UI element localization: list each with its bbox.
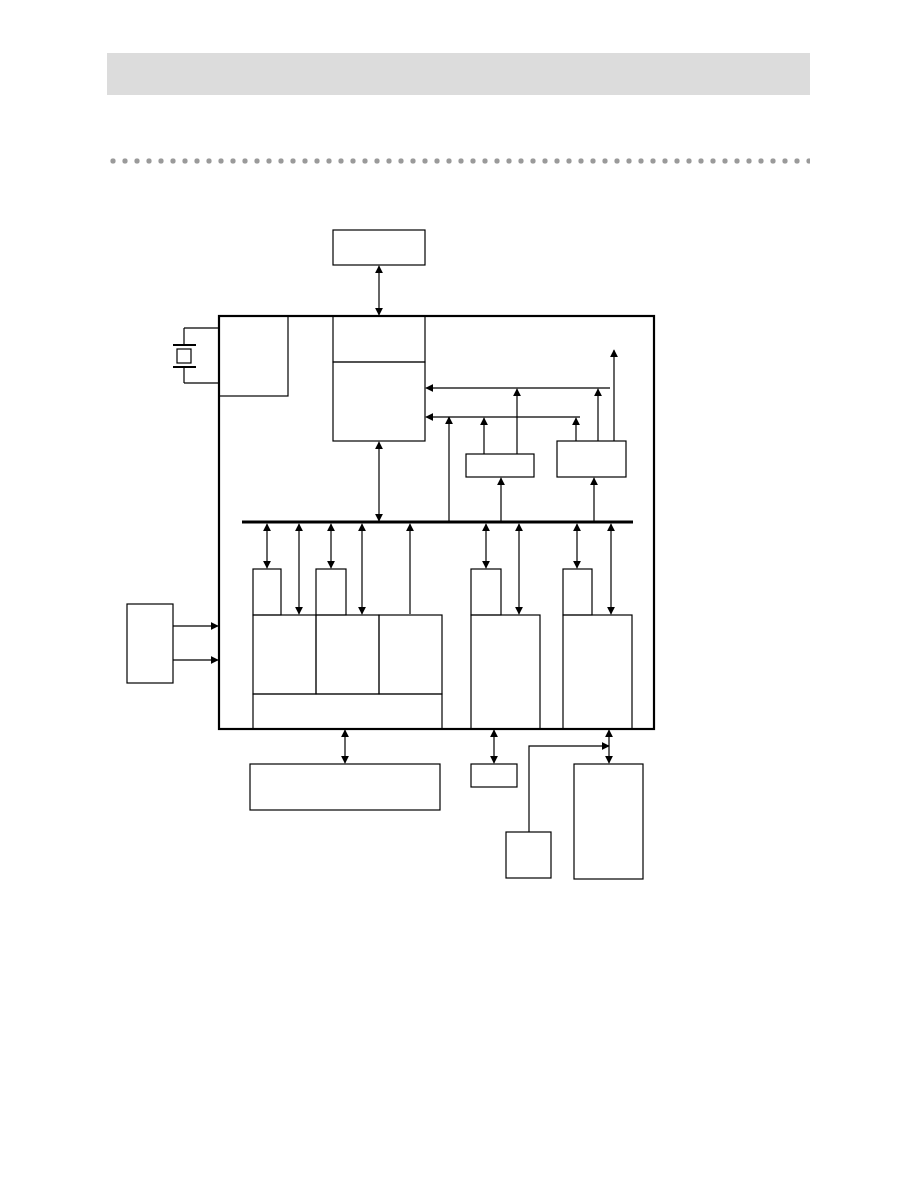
block-left-ext xyxy=(126,603,174,684)
block-oscillator xyxy=(218,315,289,397)
dotted-divider xyxy=(107,158,810,164)
block-port2-top xyxy=(315,568,347,616)
block-small-a xyxy=(465,453,535,478)
block-small-b xyxy=(556,440,627,478)
header-bar xyxy=(107,53,810,95)
block-cpu-upper xyxy=(332,315,426,363)
block-port3-main xyxy=(378,614,443,695)
block-ext-bottom-wide xyxy=(249,763,441,811)
block-right1-top xyxy=(470,568,502,616)
block-ext-bottom-small xyxy=(470,763,518,788)
block-cpu-lower xyxy=(332,361,426,442)
block-right2-top xyxy=(562,568,593,616)
connections xyxy=(173,265,618,832)
block-right1-main xyxy=(470,614,541,730)
crystal-icon xyxy=(173,327,219,384)
block-right2-main xyxy=(562,614,633,730)
block-port1-main xyxy=(252,614,317,695)
block-ext-bottom-tall xyxy=(573,763,644,880)
block-port2-main xyxy=(315,614,380,695)
block-external-top xyxy=(332,229,426,266)
block-ext-bottom-mini xyxy=(505,831,552,879)
block-port-bottom xyxy=(252,693,443,730)
block-port1-top xyxy=(252,568,282,616)
